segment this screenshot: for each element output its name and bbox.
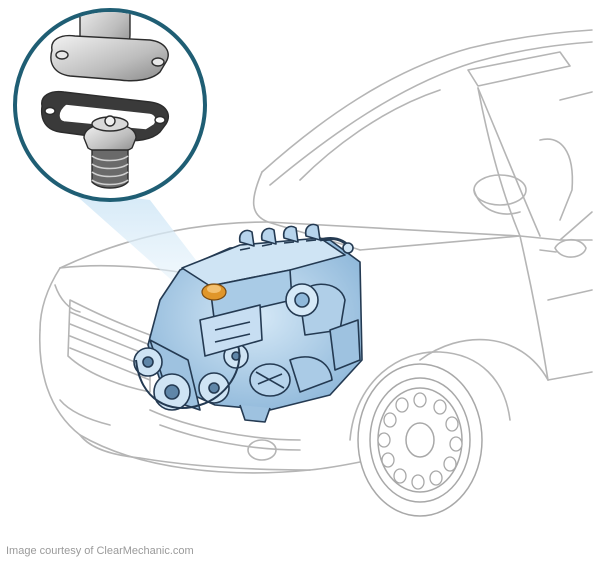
callout-beam — [70, 190, 215, 292]
image-credit: Image courtesy of ClearMechanic.com — [6, 545, 194, 557]
front-wheel — [357, 363, 483, 517]
housing-flange — [50, 34, 169, 82]
thermostat-housing-highlight — [201, 283, 227, 301]
thermostat-callout — [13, 8, 207, 202]
wheel-rim-holes — [377, 392, 463, 490]
engine — [133, 223, 363, 423]
